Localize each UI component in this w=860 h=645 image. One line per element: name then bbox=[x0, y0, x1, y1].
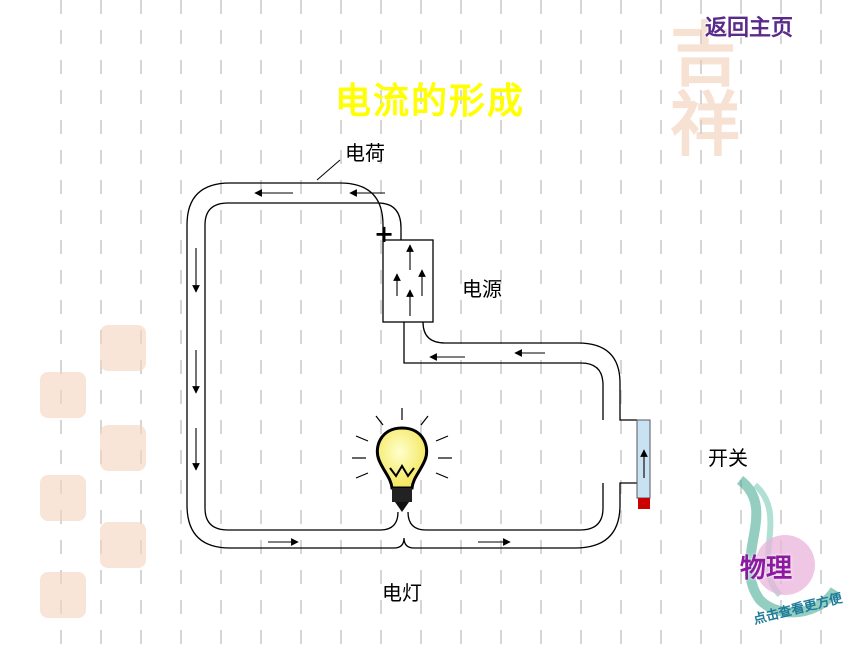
charge-label: 电荷 bbox=[345, 141, 385, 165]
light-bulb-icon bbox=[352, 408, 452, 512]
seal-watermark bbox=[40, 572, 86, 618]
power-source-label: 电源 bbox=[462, 277, 502, 301]
seal-watermark-large: 吉祥 bbox=[670, 14, 740, 166]
switch-tip bbox=[638, 498, 650, 509]
seal-watermark bbox=[100, 425, 146, 471]
seal-watermark bbox=[40, 372, 86, 418]
plus-sign: + bbox=[374, 220, 395, 248]
physics-badge-icon[interactable] bbox=[720, 470, 850, 630]
seal-watermark bbox=[40, 475, 86, 521]
charge-leader-line bbox=[316, 159, 341, 181]
current-arrows bbox=[192, 189, 648, 546]
lamp-label: 电灯 bbox=[382, 581, 422, 605]
switch-label: 开关 bbox=[708, 446, 748, 470]
power-source-box bbox=[382, 239, 434, 323]
page-title: 电流的形成 bbox=[334, 81, 525, 122]
home-button[interactable]: 返回主页 bbox=[705, 16, 794, 41]
wire-path bbox=[186, 182, 637, 549]
physics-badge-title[interactable]: 物理 bbox=[740, 554, 793, 584]
seal-watermark bbox=[100, 325, 146, 371]
seal-watermark bbox=[100, 522, 146, 568]
